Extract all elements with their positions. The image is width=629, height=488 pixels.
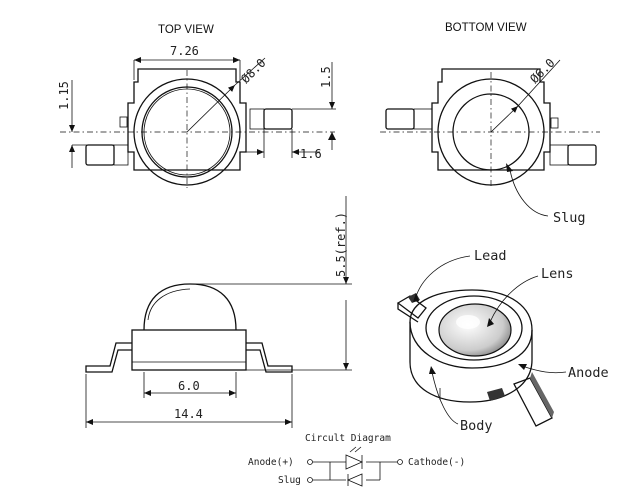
bottom-view-left-lead [385,108,415,130]
iso-view-rim [425,295,523,361]
top-view-right-lead [263,108,293,130]
side-view-height-dim: 5.5(ref.) [334,212,348,277]
side-view-body [131,329,247,371]
led-diode-symbol [345,454,363,470]
side-view-base-dim: 6.0 [178,379,200,393]
circuit-title: Circult Diagram [305,433,391,444]
slug-label: Slug [278,475,301,486]
cathode-label: Cathode(-) [408,457,465,468]
top-view-body [127,68,247,171]
circuit-diagram: Circult Diagram Anode(+) Cathode(-) Slug [248,433,465,487]
lead-callout: Lead [474,248,507,264]
slug-callout: Slug [553,210,586,226]
anode-label: Anode(+) [248,457,294,468]
side-view-left-lead [85,342,132,373]
top-view-lead-height-dim: 1.5 [319,66,333,88]
top-view-lens-dim: Ø8.0 [238,56,268,86]
bottom-view-right-lead [567,144,597,166]
anode-callout: Anode [568,365,609,381]
side-view-right-lead [246,342,293,373]
top-view-offset-dim: 1.15 [57,81,71,110]
protection-diode-symbol [346,473,363,487]
bottom-view-body [431,68,551,171]
iso-view-left-lead [396,295,427,319]
side-view-total-dim: 14.4 [174,407,203,421]
body-callout: Body [460,418,493,434]
iso-view-body [409,289,533,403]
bottom-view-mark [550,117,559,129]
bottom-view-title: BOTTOM VIEW [445,22,527,34]
side-view: 5.5(ref.) 6.0 14.4 [85,196,352,428]
top-view-mark [119,116,128,128]
top-view-width-dim: 7.26 [170,44,199,58]
iso-view-lens [438,303,512,357]
lens-callout: Lens [541,266,574,282]
side-view-dome [143,283,237,331]
top-view-left-lead [85,144,115,166]
top-view: TOP VIEW 7.26 Ø8.0 1.5 [57,24,336,188]
top-view-lead-length-dim: 1.6 [300,147,322,161]
top-view-title: TOP VIEW [158,24,214,36]
iso-view: Lead Lens Anode Body [396,248,609,434]
bottom-view: BOTTOM VIEW Ø6.0 Slug [380,22,600,226]
